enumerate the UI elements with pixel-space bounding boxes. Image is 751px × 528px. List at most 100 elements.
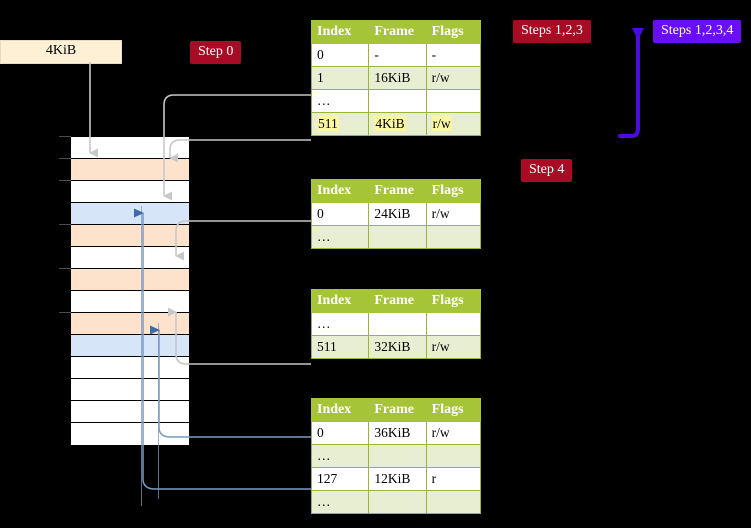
- memory-row-tick: [59, 180, 71, 181]
- cell-flags: r: [425, 467, 482, 491]
- cell-flags: r/w: [425, 66, 482, 90]
- table-header-frame: Frame: [368, 179, 427, 203]
- table-header-flags: Flags: [425, 289, 482, 313]
- memory-frame-row: [59, 180, 189, 203]
- cell-index: 127: [310, 467, 370, 491]
- cell-flags: [425, 444, 482, 468]
- cell-frame: 32KiB: [368, 335, 427, 359]
- table-header-frame: Frame: [368, 289, 427, 313]
- cell-index: …: [310, 89, 370, 113]
- connector-l2-row0-to-memory: [175, 220, 311, 261]
- table-header-flags: Flags: [425, 20, 482, 44]
- cell-flags: r/w: [425, 421, 482, 445]
- cell-frame: 36KiB: [368, 421, 427, 445]
- cell-frame: [368, 490, 427, 514]
- memory-frame-row: [59, 224, 189, 247]
- memory-frame-row: [71, 379, 189, 401]
- cell-frame: [368, 444, 427, 468]
- table-row: …: [310, 490, 482, 514]
- memory-frame-row: [59, 158, 189, 181]
- table-header-index: Index: [310, 289, 370, 313]
- source-frame-label: 4KiB: [45, 43, 77, 58]
- memory-row-tick: [59, 136, 71, 137]
- badge-steps-1234: Steps 1,2,3,4: [653, 20, 742, 43]
- table-header-flags: Flags: [425, 398, 482, 422]
- memory-row-tick: [59, 312, 71, 313]
- cell-index: 511: [310, 112, 370, 136]
- cell-index: 0: [310, 202, 370, 226]
- connector-l3-511-to-memory: [168, 307, 311, 365]
- table-header-index: Index: [310, 398, 370, 422]
- cell-flags: [425, 89, 482, 113]
- table-header-frame: Frame: [368, 20, 427, 44]
- badge-step-4-label: Step 4: [529, 162, 565, 177]
- memory-row-tick: [59, 158, 71, 159]
- source-frame-box: 4KiB: [0, 40, 122, 64]
- table-header-frame: Frame: [368, 398, 427, 422]
- cell-frame: [368, 89, 427, 113]
- cell-index: 0: [310, 43, 370, 67]
- cell-flags: [425, 225, 482, 249]
- table-row: …: [310, 225, 482, 249]
- cell-frame: -: [368, 43, 427, 67]
- cell-flags: r/w: [425, 202, 482, 226]
- cell-index: 0: [310, 421, 370, 445]
- memory-frame-row: [71, 357, 189, 379]
- table-row: …: [310, 444, 482, 468]
- cell-frame: 12KiB: [368, 467, 427, 491]
- memory-frame-row: [71, 401, 189, 423]
- memory-frame-row: [71, 423, 189, 445]
- cell-flags: [425, 312, 482, 336]
- cell-frame: 4KiB: [368, 112, 427, 136]
- memory-frame-row: [71, 291, 189, 313]
- cell-index: …: [310, 225, 370, 249]
- memory-row-tick: [59, 268, 71, 269]
- cell-index: …: [310, 490, 370, 514]
- table-header-index: Index: [310, 179, 370, 203]
- memory-frame-row: [59, 136, 189, 159]
- cell-flags: -: [425, 43, 482, 67]
- memory-frame-row: [59, 268, 189, 291]
- cell-flags: [425, 490, 482, 514]
- cell-index: …: [310, 444, 370, 468]
- cell-frame: [368, 225, 427, 249]
- memory-pointer-line-b: [158, 323, 159, 499]
- table-row: …: [310, 89, 482, 113]
- connector-violet-bracket: [618, 28, 644, 138]
- badge-steps-123-label: Steps 1,2,3: [521, 23, 583, 38]
- physical-memory-column: [59, 136, 190, 446]
- badge-steps-123: Steps 1,2,3: [513, 20, 591, 43]
- table-header-index: Index: [310, 20, 370, 44]
- memory-row-tick: [59, 224, 71, 225]
- memory-frame-row: [59, 312, 189, 335]
- cell-frame: 24KiB: [368, 202, 427, 226]
- cell-frame: 16KiB: [368, 66, 427, 90]
- memory-pointer-line-a: [141, 206, 142, 506]
- memory-frame-row: [71, 335, 189, 357]
- connector-l1-511-to-memory: [169, 139, 311, 163]
- badge-step-4: Step 4: [521, 159, 573, 182]
- cell-flags: r/w: [425, 335, 482, 359]
- cell-flags: r/w: [425, 112, 482, 136]
- badge-steps-1234-label: Steps 1,2,3,4: [661, 23, 734, 38]
- badge-step-0-label: Step 0: [198, 44, 234, 59]
- memory-frame-row: [71, 247, 189, 269]
- table-row: …: [310, 312, 482, 336]
- badge-step-0: Step 0: [190, 41, 242, 64]
- table-header-flags: Flags: [425, 179, 482, 203]
- cell-index: 1: [310, 66, 370, 90]
- cell-frame: [368, 312, 427, 336]
- cell-index: 511: [310, 335, 370, 359]
- memory-frame-row: [71, 203, 189, 225]
- table-row: 0--: [310, 43, 482, 67]
